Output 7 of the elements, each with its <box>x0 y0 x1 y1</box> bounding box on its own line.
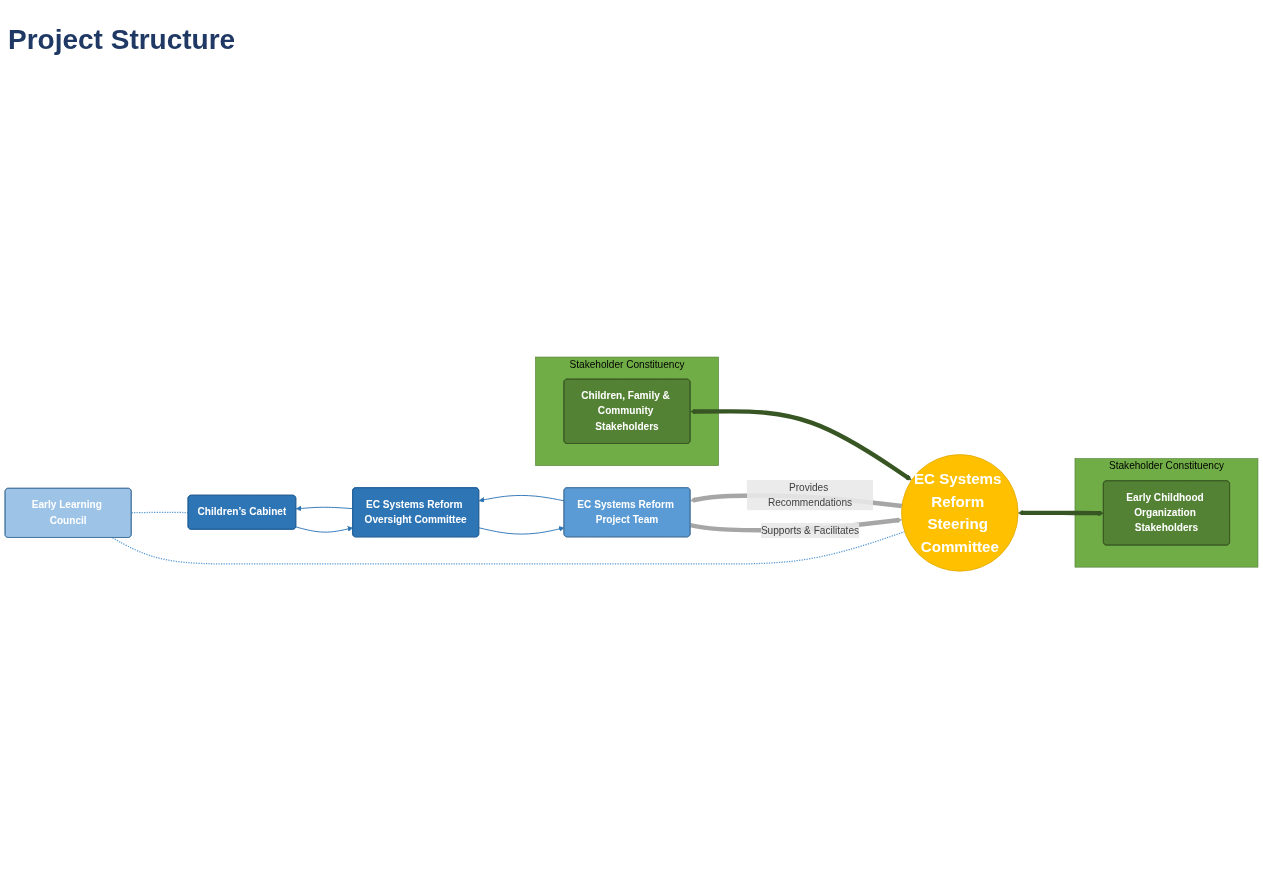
edge-label: Provides Recommendations <box>767 481 853 508</box>
node-circle: EC Systems Reform Steering Committee <box>901 454 1019 572</box>
connector <box>111 530 906 565</box>
arrow <box>1017 509 1104 516</box>
edge-label: Supports & Facilitates <box>760 524 860 536</box>
diagram-title: Project Structure <box>7 23 237 57</box>
arrow <box>690 408 912 481</box>
